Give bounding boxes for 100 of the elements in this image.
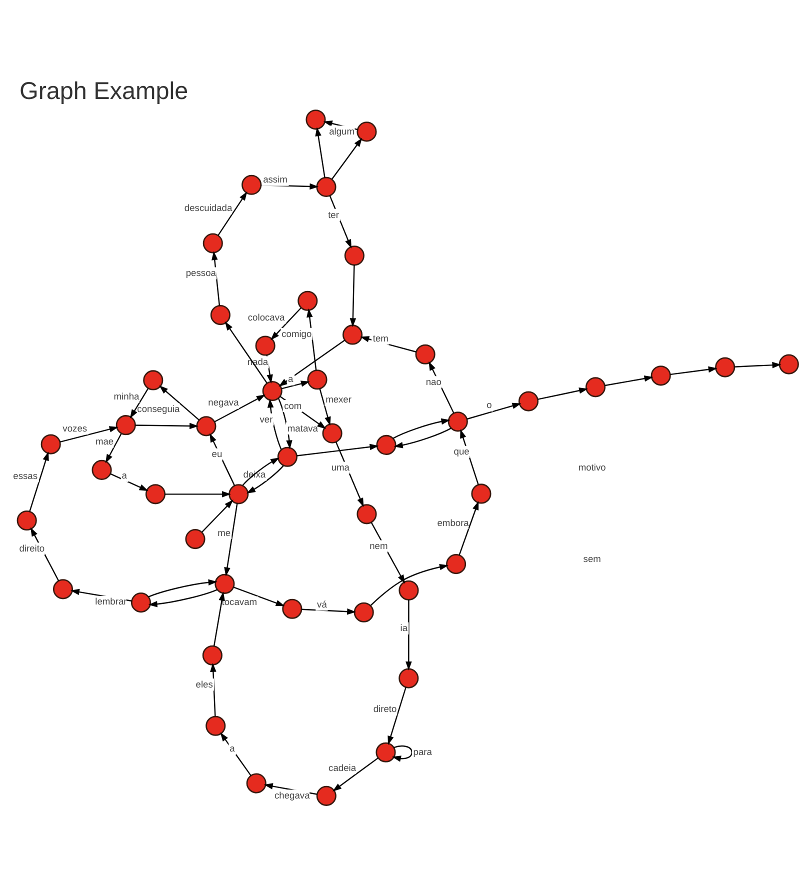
edge-label: vozes [62, 423, 88, 434]
arrow [392, 745, 413, 762]
edge-label: eles [196, 679, 213, 690]
arrow [392, 418, 450, 439]
arrow [670, 366, 718, 376]
node-circle [316, 786, 336, 806]
node-circle [307, 370, 328, 390]
arrow [604, 375, 654, 386]
arrow [270, 307, 302, 340]
edge-label: essas [13, 471, 38, 482]
node-circle [446, 554, 466, 574]
edge-label: a [288, 374, 294, 384]
node-circle [376, 434, 396, 455]
edge-label: matava [287, 423, 318, 434]
arrow [218, 191, 248, 236]
node-circle [202, 233, 223, 254]
arrow [458, 501, 479, 556]
arrow [370, 564, 449, 606]
node-circle [277, 446, 298, 467]
edge-label: direito [19, 544, 45, 554]
arrow [224, 503, 238, 576]
node-circle [16, 510, 37, 531]
label: sem [583, 554, 601, 564]
node-circle [143, 370, 164, 390]
edge-label: conseguia [137, 404, 180, 414]
node-circle [398, 580, 419, 600]
node-circle [246, 773, 266, 794]
diagram-title: Graph Example [19, 78, 188, 105]
edge-label: me [218, 528, 231, 538]
arrow [350, 265, 356, 328]
node-circle [398, 668, 419, 688]
edge-label: nem [370, 541, 388, 552]
node-circle [354, 602, 374, 622]
arrow [210, 662, 216, 716]
edge-label: que [454, 446, 470, 457]
edge-label: nao [426, 377, 442, 388]
node-circle [206, 716, 226, 736]
node-circle [376, 742, 396, 762]
node-circle [344, 246, 364, 266]
arrow [296, 444, 379, 456]
arrow [224, 321, 268, 384]
node-circle [130, 592, 152, 613]
node-circle [145, 484, 166, 504]
edge-label: mexer [326, 394, 352, 405]
arrow [165, 491, 232, 498]
arrow [29, 452, 49, 512]
edge-label: ia [400, 623, 408, 634]
edge-label: comigo [282, 328, 312, 339]
node-circle [356, 504, 377, 524]
arrow [280, 396, 326, 429]
edge-label: descuidada [184, 203, 232, 214]
label: motivo [578, 462, 606, 472]
node-circle [255, 336, 276, 356]
arrow [266, 355, 273, 384]
edge-label: ver [260, 414, 273, 424]
arrow [394, 428, 452, 448]
arrow [159, 385, 200, 420]
edge-label: cadeia [328, 762, 356, 773]
arrow [212, 251, 220, 306]
node-circle [282, 598, 302, 619]
arrow [213, 592, 225, 646]
arrow [302, 608, 356, 615]
arrow [233, 586, 285, 606]
edge-label: uma [331, 462, 350, 473]
node-circle [214, 574, 235, 594]
arrow [105, 433, 122, 464]
arrow [360, 336, 416, 352]
arrow [315, 127, 326, 178]
edge-label: pessoa [186, 268, 216, 278]
edge-label: algum [329, 126, 354, 137]
node-circle [322, 423, 342, 444]
node-circle [52, 579, 74, 600]
edge-label: colocava [248, 312, 285, 322]
node-circle [185, 529, 206, 550]
arrow [130, 388, 149, 418]
node-circle [585, 377, 606, 398]
arrow [148, 589, 218, 608]
arrow [335, 442, 364, 507]
edge-label: lembrar [95, 596, 127, 607]
arrow [267, 398, 282, 450]
node-circle [40, 434, 61, 454]
edge-label: direto [373, 704, 397, 714]
edge-label: chegava [274, 790, 310, 800]
node-circle [415, 344, 436, 364]
edge-label: eu [212, 449, 222, 460]
arrow [135, 422, 199, 430]
edge-label: assim [263, 174, 288, 185]
node-circle [202, 645, 222, 666]
arrow [460, 429, 479, 485]
arrow [388, 687, 406, 745]
node-circle [210, 304, 230, 326]
node-circle [342, 324, 363, 345]
arrow [331, 138, 362, 180]
node-circle [518, 391, 539, 412]
edge-label: ter [328, 210, 339, 220]
edge-label: para [413, 747, 432, 758]
edge-label: a [230, 744, 235, 754]
arrow [148, 579, 218, 598]
arrow [214, 394, 266, 422]
node-circle [356, 122, 377, 142]
